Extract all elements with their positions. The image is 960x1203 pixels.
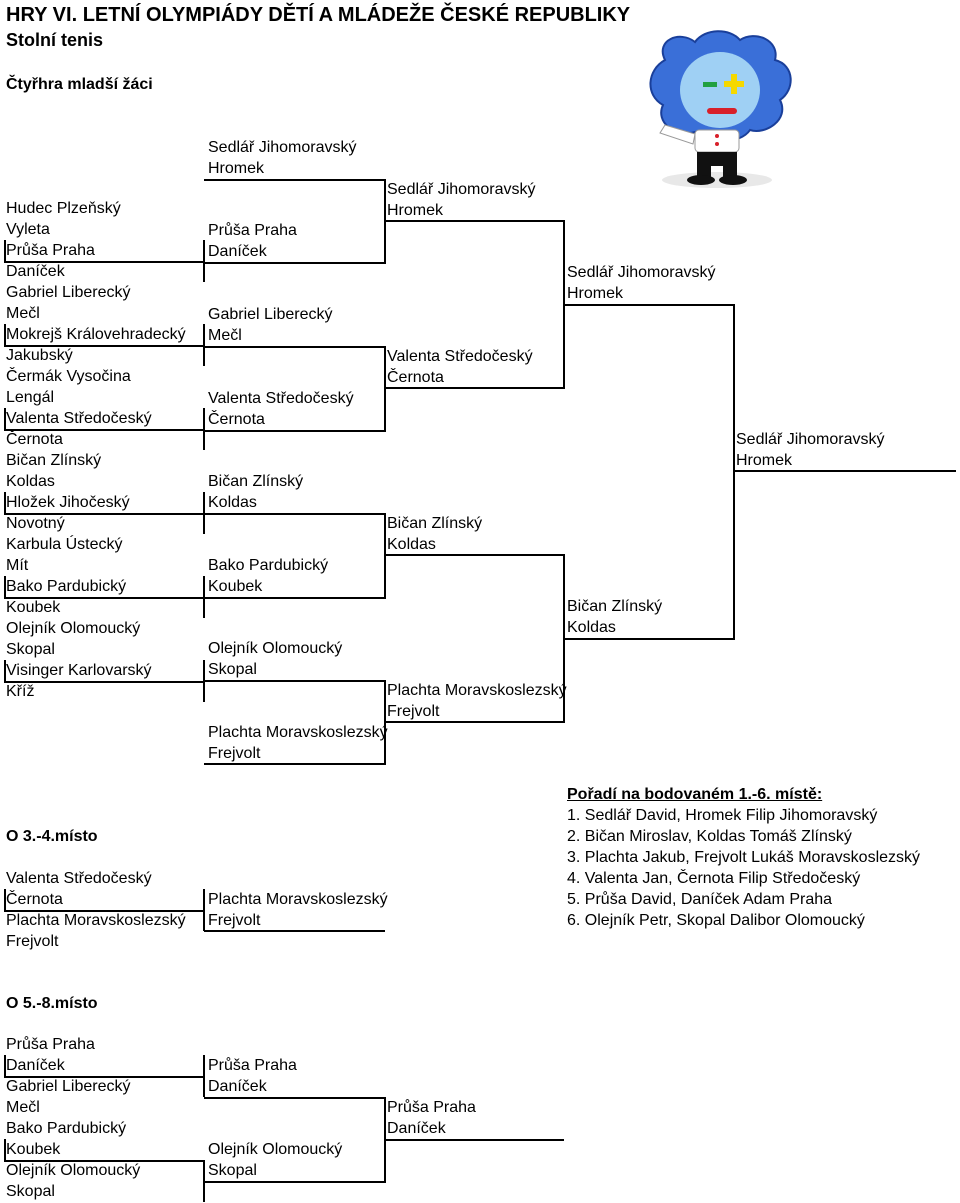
player-name: Daníček [208,243,267,260]
category-title: Čtyřhra mladší žáci [6,76,153,93]
player-name: Skopal [208,661,257,678]
player-name: Skopal [6,641,55,658]
player-name: Hromek [736,452,793,469]
page-subtitle: Stolní tenis [6,30,104,50]
player-name: Frejvolt [208,912,261,929]
player-name: Daníček [208,1078,267,1095]
player-name: Valenta Středočeský [6,870,152,887]
player-name: Průša Praha [208,1057,297,1074]
player-name: Černota [208,411,265,428]
player-name: Plachta Moravskoslezský [208,724,388,741]
player-name: Karbula Ústecký [6,536,123,553]
player-name: Průša Praha [6,1036,95,1053]
player-name: Gabriel Liberecký [6,1078,131,1095]
player-name: Bako Pardubický [6,578,127,595]
player-name: Sedlář Jihomoravský [387,181,536,198]
player-name: Valenta Středočeský [6,410,152,427]
player-name: Olejník Olomoucký [208,1141,343,1158]
player-name: Bičan Zlínský [387,515,483,532]
player-name: Vyleta [6,221,50,238]
player-name: Plachta Moravskoslezský [387,682,567,699]
player-name: Olejník Olomoucký [6,1162,141,1179]
player-name: Plachta Moravskoslezský [208,891,388,908]
player-name: Koldas [208,494,257,511]
player-name: Průša Praha [387,1099,476,1116]
player-name: Hložek Jihočeský [6,494,130,511]
player-name: Průša Praha [208,222,297,239]
player-name: Lengál [6,389,55,406]
fifth-place-title: O 5.-8.místo [6,995,98,1012]
player-name: Frejvolt [387,703,440,720]
ranking-item: 6. Olejník Petr, Skopal Dalibor Olomouck… [567,912,865,929]
player-name: Mečl [6,305,40,322]
player-name: Olejník Olomoucký [6,620,141,637]
player-name: Hromek [567,285,624,302]
player-name: Gabriel Liberecký [6,284,131,301]
player-name: Černota [6,891,63,908]
player-name: Daníček [387,1120,446,1137]
player-name: Hromek [387,202,444,219]
player-name: Koldas [6,473,55,490]
player-name: Frejvolt [6,933,59,950]
player-name: Plachta Moravskoslezský [6,912,186,929]
player-name: Koubek [6,599,61,616]
player-name: Jakubský [6,347,73,364]
olympiad-mascot-logo [649,30,792,188]
player-name: Bičan Zlínský [6,452,102,469]
player-name: Bičan Zlínský [567,598,663,615]
ranking-item: 4. Valenta Jan, Černota Filip Středočesk… [567,870,861,887]
player-name: Čermák Vysočina [6,368,131,385]
player-name: Koubek [6,1141,61,1158]
player-name: Průša Praha [6,242,95,259]
player-name: Daníček [6,1057,65,1074]
player-name: Valenta Středočeský [387,348,533,365]
player-name: Bako Pardubický [208,557,329,574]
player-name: Černota [6,431,63,448]
player-name: Olejník Olomoucký [208,640,343,657]
player-name: Frejvolt [208,745,261,762]
player-name: Mokrejš Královehradecký [6,326,186,343]
page-title: HRY VI. LETNÍ OLYMPIÁDY DĚTÍ A MLÁDEŽE Č… [6,4,631,26]
player-name: Novotný [6,515,65,532]
player-name: Visinger Karlovarský [6,662,152,679]
player-name: Bičan Zlínský [208,473,304,490]
player-name: Skopal [208,1162,257,1179]
player-name: Koubek [208,578,263,595]
player-name: Gabriel Liberecký [208,306,333,323]
player-name: Černota [387,369,444,386]
third-place-title: O 3.-4.místo [6,828,98,845]
player-name: Koldas [387,536,436,553]
player-name: Bako Pardubický [6,1120,127,1137]
ranking-item: 3. Plachta Jakub, Frejvolt Lukáš Moravsk… [567,849,921,866]
player-name: Valenta Středočeský [208,390,354,407]
player-name: Sedlář Jihomoravský [208,139,357,156]
player-name: Sedlář Jihomoravský [736,431,885,448]
player-name: Sedlář Jihomoravský [567,264,716,281]
player-name: Mít [6,557,29,574]
ranking-title: Pořadí na bodovaném 1.-6. místě: [567,786,823,803]
player-name: Hromek [208,160,265,177]
player-name: Daníček [6,263,65,280]
player-name: Skopal [6,1183,55,1200]
ranking-item: 2. Bičan Miroslav, Koldas Tomáš Zlínský [567,828,852,845]
ranking-item: 5. Průša David, Daníček Adam Praha [567,891,833,908]
player-name: Mečl [6,1099,40,1116]
player-name: Mečl [208,327,242,344]
player-name: Hudec Plzeňský [6,200,121,217]
ranking-item: 1. Sedlář David, Hromek Filip Jihomoravs… [567,807,878,824]
player-name: Koldas [567,619,616,636]
player-name: Kříž [6,683,35,700]
